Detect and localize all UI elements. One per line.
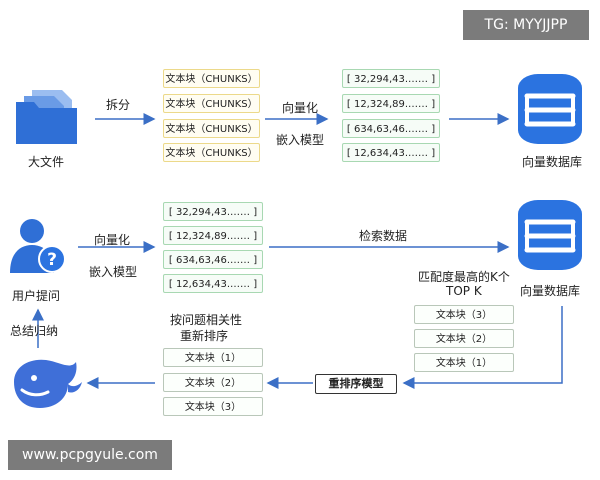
vector-box: [ 32,294,43.…… ] [342,69,440,88]
reranked-chunk: 文本块（1） [163,348,263,367]
embed-model-label-bottom: 嵌入模型 [89,265,138,279]
svg-text:?: ? [47,250,57,270]
vectorize-label-bottom: 向量化 [94,233,131,247]
top-k-chunk: 文本块（2） [414,329,514,348]
user-question-icon: ? [10,219,66,273]
top-k-label-2: TOP K [446,284,482,298]
rerank-model-box: 重排序模型 [315,374,397,394]
user-question-label: 用户提问 [12,289,61,303]
arrow-db-to-rerank [402,306,563,389]
vector-box: [ 634,63,46.…… ] [163,250,263,269]
vector-box: [ 32,294,43.…… ] [163,202,263,221]
embed-model-label-top: 嵌入模型 [276,133,325,147]
folder-icon [16,90,77,144]
chunk-box: 文本块（CHUNKS） [163,94,260,113]
top-k-chunk: 文本块（1） [414,353,514,372]
vector-box: [ 12,324,89.…… ] [342,94,440,113]
source-file-label: 大文件 [28,155,65,169]
chunk-box: 文本块（CHUNKS） [163,119,260,138]
vector-box: [ 12,324,89.…… ] [163,226,263,245]
search-data-label: 检索数据 [359,229,408,243]
top-k-label-1: 匹配度最高的K个 [418,270,510,284]
vector-db-label-bottom: 向量数据库 [520,284,581,298]
vector-db-label-top: 向量数据库 [522,155,583,169]
top-watermark: TG: MYYJJPP [463,10,589,40]
rerank-caption-2: 重新排序 [180,329,229,343]
reranked-chunk: 文本块（3） [163,397,263,416]
database-icon [518,200,582,270]
chunk-box: 文本块（CHUNKS） [163,69,260,88]
split-label: 拆分 [106,98,131,112]
vector-box: [ 12,634,43.…… ] [163,274,263,293]
vector-box: [ 12,634,43.…… ] [342,143,440,162]
rerank-caption-1: 按问题相关性 [170,313,243,327]
vectorize-label-top: 向量化 [282,101,319,115]
database-icon [518,74,582,144]
bottom-watermark: www.pcpgyule.com [8,440,172,470]
vector-box: [ 634,63,46.…… ] [342,119,440,138]
top-k-chunk: 文本块（3） [414,305,514,324]
llm-whale-icon [14,359,82,408]
chunk-box: 文本块（CHUNKS） [163,143,260,162]
summarize-label: 总结归纳 [10,324,59,338]
reranked-chunk: 文本块（2） [163,373,263,392]
